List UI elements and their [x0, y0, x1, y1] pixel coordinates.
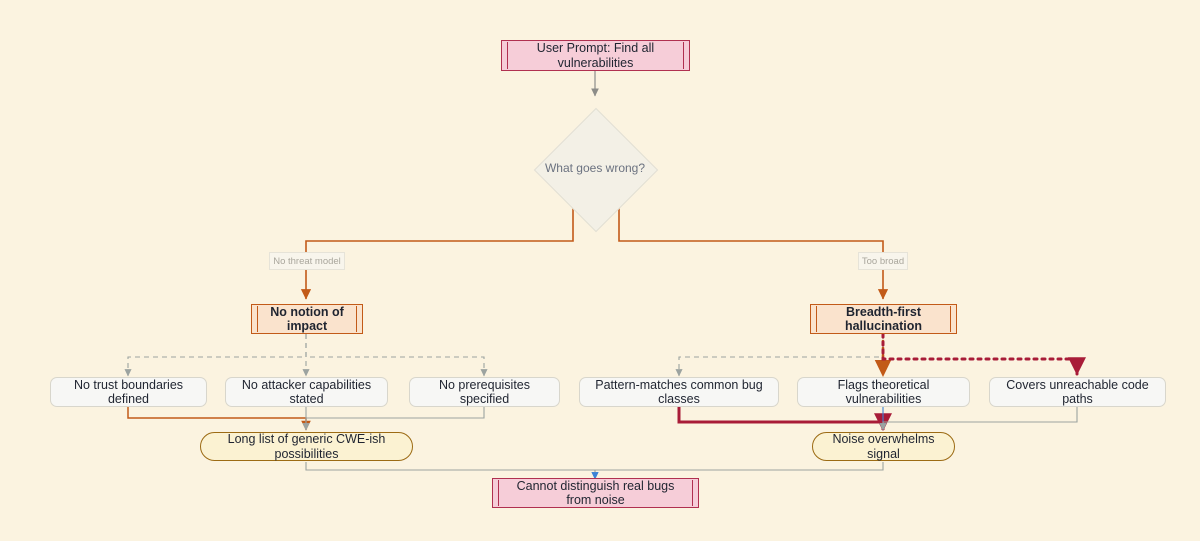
- node-label: User Prompt: Find all vulnerabilities: [536, 41, 655, 70]
- edge-label-too-broad: Too broad: [858, 252, 908, 270]
- node-label: Covers unreachable code paths: [1006, 377, 1149, 406]
- node-label: No trust boundaries defined: [73, 377, 184, 406]
- edge-pattern-to-noise: [677, 407, 892, 432]
- node-label: No attacker capabilities stated: [241, 377, 372, 406]
- node-label: Pattern-matches common bug classes: [595, 377, 763, 406]
- node-flags-theoretical-vulnerabilities[interactable]: Flags theoretical vulnerabilities: [797, 377, 970, 407]
- node-label: What goes wrong?: [544, 161, 646, 176]
- node-pattern-matches-bug-classes[interactable]: Pattern-matches common bug classes: [579, 377, 779, 407]
- node-long-list-cwe-possibilities[interactable]: Long list of generic CWE-ish possibiliti…: [200, 432, 413, 461]
- node-covers-unreachable-code-paths[interactable]: Covers unreachable code paths: [989, 377, 1166, 407]
- node-breadth-first-hallucination[interactable]: Breadth-first hallucination: [810, 304, 957, 334]
- node-label: No notion of impact: [270, 304, 344, 333]
- edge-label-text: Too broad: [861, 255, 905, 267]
- edge-unreachable-to-noise: [879, 407, 1078, 431]
- node-no-notion-of-impact[interactable]: No notion of impact: [251, 304, 363, 334]
- edge-label-no-threat-model: No threat model: [269, 252, 345, 270]
- edge-noise-to-outcome: [591, 462, 884, 480]
- node-label: Long list of generic CWE-ish possibiliti…: [227, 432, 386, 461]
- edge-trust-to-cwe-list: [127, 407, 311, 431]
- node-label: Cannot distinguish real bugs from noise: [516, 478, 675, 507]
- edge-no-impact-to-trust: [124, 334, 307, 377]
- node-label: Flags theoretical vulnerabilities: [837, 377, 930, 406]
- edge-no-impact-to-prereq: [305, 334, 488, 377]
- node-user-prompt[interactable]: User Prompt: Find all vulnerabilities: [501, 40, 690, 71]
- node-noise-overwhelms-signal[interactable]: Noise overwhelms signal: [812, 432, 955, 461]
- node-no-prerequisites[interactable]: No prerequisites specified: [409, 377, 560, 407]
- node-label: Noise overwhelms signal: [832, 432, 935, 461]
- edge-label-text: No threat model: [273, 255, 341, 267]
- node-label: No prerequisites specified: [438, 377, 530, 406]
- edge-prereq-to-cwe-list: [302, 407, 485, 431]
- node-decision-what-goes-wrong[interactable]: What goes wrong?: [531, 105, 659, 233]
- edge-breadth-to-pattern: [675, 334, 884, 377]
- node-no-trust-boundaries[interactable]: No trust boundaries defined: [50, 377, 207, 407]
- node-no-attacker-capabilities[interactable]: No attacker capabilities stated: [225, 377, 388, 407]
- edge-breadth-to-unreachable: [881, 332, 1086, 376]
- node-label: Breadth-first hallucination: [844, 304, 923, 333]
- edge-cwe-list-to-outcome: [305, 462, 599, 480]
- node-cannot-distinguish-outcome[interactable]: Cannot distinguish real bugs from noise: [492, 478, 699, 508]
